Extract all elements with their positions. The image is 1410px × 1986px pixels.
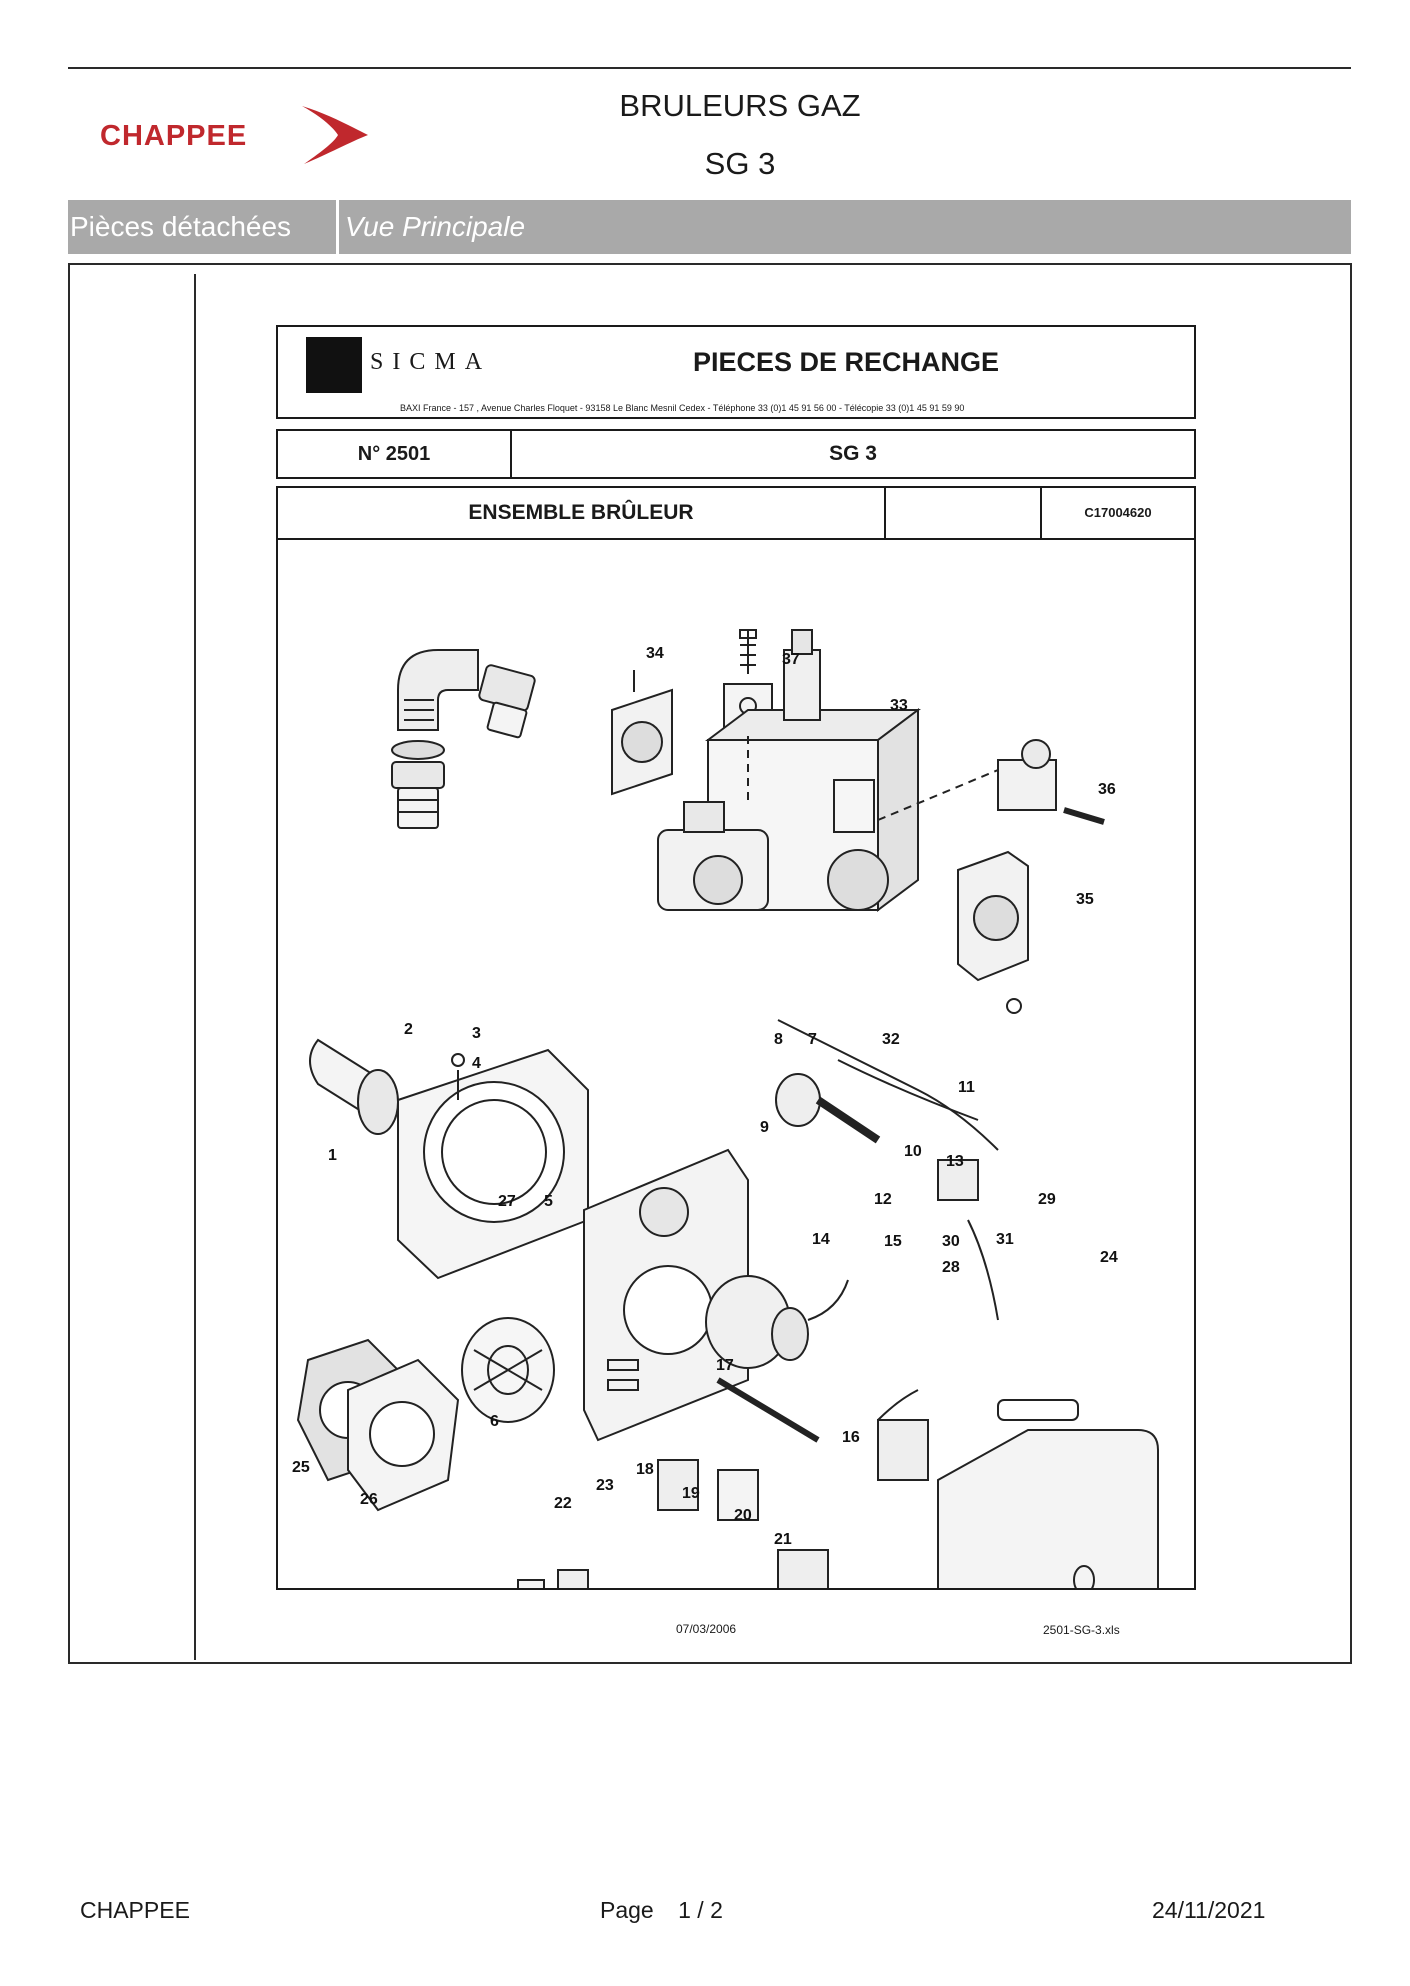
label-20: 20 [734, 1507, 752, 1524]
part-13-pressure-switch [937, 1159, 999, 1321]
label-13: 13 [946, 1153, 964, 1170]
label-25: 25 [292, 1459, 310, 1476]
label-33: 33 [890, 697, 908, 714]
label-28: 28 [942, 1259, 960, 1276]
burner-housing [397, 1048, 589, 1280]
part-26-flange [347, 1358, 460, 1512]
label-35: 35 [1076, 891, 1094, 908]
part-1-blast-tube [309, 1038, 399, 1135]
label-14: 14 [812, 1231, 830, 1248]
part-24-cover [937, 1399, 1159, 1588]
valve-dash-line [747, 736, 999, 821]
assembly-blank-cell [886, 488, 1042, 538]
footer-page: Page 1 / 2 [600, 1897, 723, 1924]
union-fitting [391, 761, 445, 829]
label-24: 24 [1100, 1249, 1118, 1266]
drawing-box: ENSEMBLE BRÛLEUR C17004620 [276, 486, 1196, 1590]
label-16: 16 [842, 1429, 860, 1446]
sheet-model: SG 3 [829, 442, 877, 465]
content-frame [68, 263, 1352, 1664]
label-30: 30 [942, 1233, 960, 1250]
label-27: 27 [498, 1193, 516, 1210]
assembly-title: ENSEMBLE BRÛLEUR [278, 488, 886, 538]
footer-page-number: 1 / 2 [678, 1897, 723, 1923]
sicma-name: SICMA [370, 349, 492, 375]
label-21: 21 [774, 1531, 792, 1548]
label-3: 3 [472, 1025, 481, 1042]
section-label: Pièces détachées [68, 200, 339, 254]
label-15: 15 [884, 1233, 902, 1250]
part-36-coil [997, 739, 1105, 825]
label-29: 29 [1038, 1191, 1056, 1208]
sheet-header: SICMA PIECES DE RECHANGE BAXI France - 1… [276, 325, 1196, 419]
label-22: 22 [554, 1495, 572, 1512]
assembly-reference: C17004620 [1084, 505, 1152, 520]
label-26: 26 [360, 1491, 378, 1508]
label-5: 5 [544, 1193, 553, 1210]
sicma-logo-icon [306, 337, 362, 393]
footer-page-label: Page [600, 1897, 654, 1923]
view-label: Vue Principale [345, 211, 526, 242]
label-19: 19 [682, 1485, 700, 1502]
label-32: 32 [882, 1031, 900, 1048]
label-36: 36 [1098, 781, 1116, 798]
part-9-ignition-unit [775, 1019, 999, 1151]
label-23: 23 [596, 1477, 614, 1494]
label-7: 7 [808, 1031, 817, 1048]
label-8: 8 [774, 1031, 783, 1048]
part-14-motor [705, 1275, 849, 1443]
label-17: 17 [716, 1357, 734, 1374]
sheet-id-row: N° 2501 SG 3 [276, 429, 1196, 479]
label-18: 18 [636, 1461, 654, 1478]
sheet-filename: 2501-SG-3.xls [1043, 1623, 1120, 1637]
part-6-fan-wheel [461, 1317, 555, 1423]
elbow-fitting [397, 649, 479, 731]
seal-ring [391, 740, 445, 760]
footer-brand: CHAPPEE [80, 1897, 190, 1923]
sheet-number: N° 2501 [278, 431, 512, 477]
page-subtitle: SG 3 [704, 146, 776, 181]
logo-swoosh-icon [302, 106, 368, 164]
nipple-fitting [478, 664, 536, 739]
sheet-address: BAXI France - 157 , Avenue Charles Floqu… [400, 403, 965, 413]
section-bar: Pièces détachées Vue Principale [68, 200, 1351, 254]
label-31: 31 [996, 1231, 1014, 1248]
part-number-labels: 34 37 33 36 35 2 3 4 1 27 5 8 7 32 11 9 … [292, 645, 1118, 1548]
label-4: 4 [472, 1055, 481, 1072]
chappee-logo: CHAPPEE [100, 100, 370, 170]
part-34-flange [611, 670, 673, 796]
sheet-heading: PIECES DE RECHANGE [693, 347, 1000, 377]
label-1: 1 [328, 1147, 337, 1164]
part-16-control-box [877, 1389, 929, 1481]
logo-text: CHAPPEE [100, 120, 248, 152]
label-10: 10 [904, 1143, 922, 1160]
label-2: 2 [404, 1021, 413, 1038]
mounting-plate [583, 1148, 749, 1442]
label-9: 9 [760, 1119, 769, 1136]
footer-date: 24/11/2021 [1152, 1897, 1266, 1923]
label-37: 37 [782, 651, 800, 668]
label-34: 34 [646, 645, 664, 662]
label-6: 6 [490, 1413, 499, 1430]
label-12: 12 [874, 1191, 892, 1208]
top-rule [68, 67, 1351, 69]
frame-divider [194, 274, 196, 1660]
sheet-date: 07/03/2006 [676, 1622, 737, 1636]
label-11: 11 [958, 1079, 975, 1096]
part-35-flange [957, 850, 1029, 1014]
exploded-view-diagram: 34 37 33 36 35 2 3 4 1 27 5 8 7 32 11 9 … [292, 629, 1159, 1588]
page-title: BRULEURS GAZ [619, 88, 861, 123]
assembly-row: ENSEMBLE BRÛLEUR C17004620 [278, 488, 1194, 540]
part-33-gas-valve [657, 629, 921, 912]
electrical-parts [517, 1459, 829, 1588]
